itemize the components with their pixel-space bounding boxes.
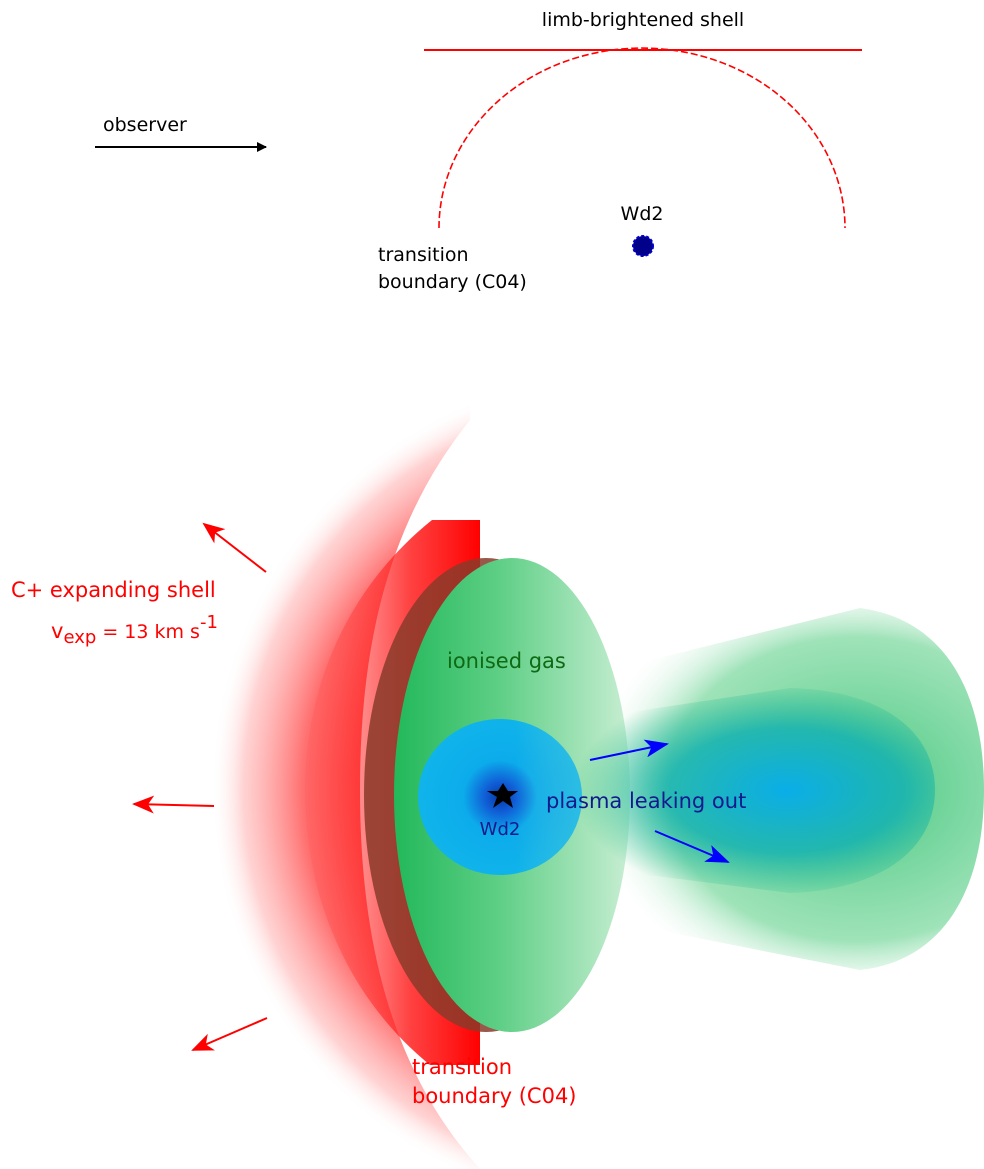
transition-boundary-dashed-arc	[438, 47, 846, 229]
wd2-star-icon	[487, 783, 518, 808]
plasma-arrow-upper	[589, 739, 669, 761]
observer-label: observer	[103, 114, 187, 136]
shell-arrow-lower	[191, 1017, 268, 1051]
top-transition-label-line1: transition	[378, 244, 469, 266]
shell-label: C+ expanding shell	[11, 578, 216, 602]
outflow-cone-inner	[545, 688, 935, 893]
velocity-exponent: -1	[200, 612, 218, 633]
plasma-arrow-lower	[654, 830, 730, 863]
shell-arrow-upper	[202, 522, 267, 573]
velocity-label: vexp = 13 km s-1	[51, 612, 218, 648]
top-panel: limb-brightened shell observer Wd2 trans…	[95, 9, 862, 293]
bottom-star-label: Wd2	[480, 819, 521, 840]
bottom-panel: C+ expanding shell vexp = 13 km s-1 ioni…	[11, 400, 984, 1169]
bottom-transition-label-line2: boundary (C04)	[412, 1084, 577, 1108]
bottom-transition-label-line1: transition	[412, 1055, 512, 1079]
velocity-subscript: exp	[63, 627, 96, 648]
top-transition-label-line2: boundary (C04)	[378, 271, 527, 293]
top-star-dot	[632, 235, 654, 257]
ionised-gas-label: ionised gas	[447, 649, 566, 673]
plasma-leaking-label: plasma leaking out	[546, 789, 746, 813]
limb-brightened-shell-label: limb-brightened shell	[542, 9, 744, 31]
velocity-symbol: v	[51, 619, 63, 643]
velocity-value: = 13 km s	[96, 621, 200, 643]
shell-arrow-middle	[132, 795, 215, 814]
top-star-label: Wd2	[621, 203, 664, 225]
